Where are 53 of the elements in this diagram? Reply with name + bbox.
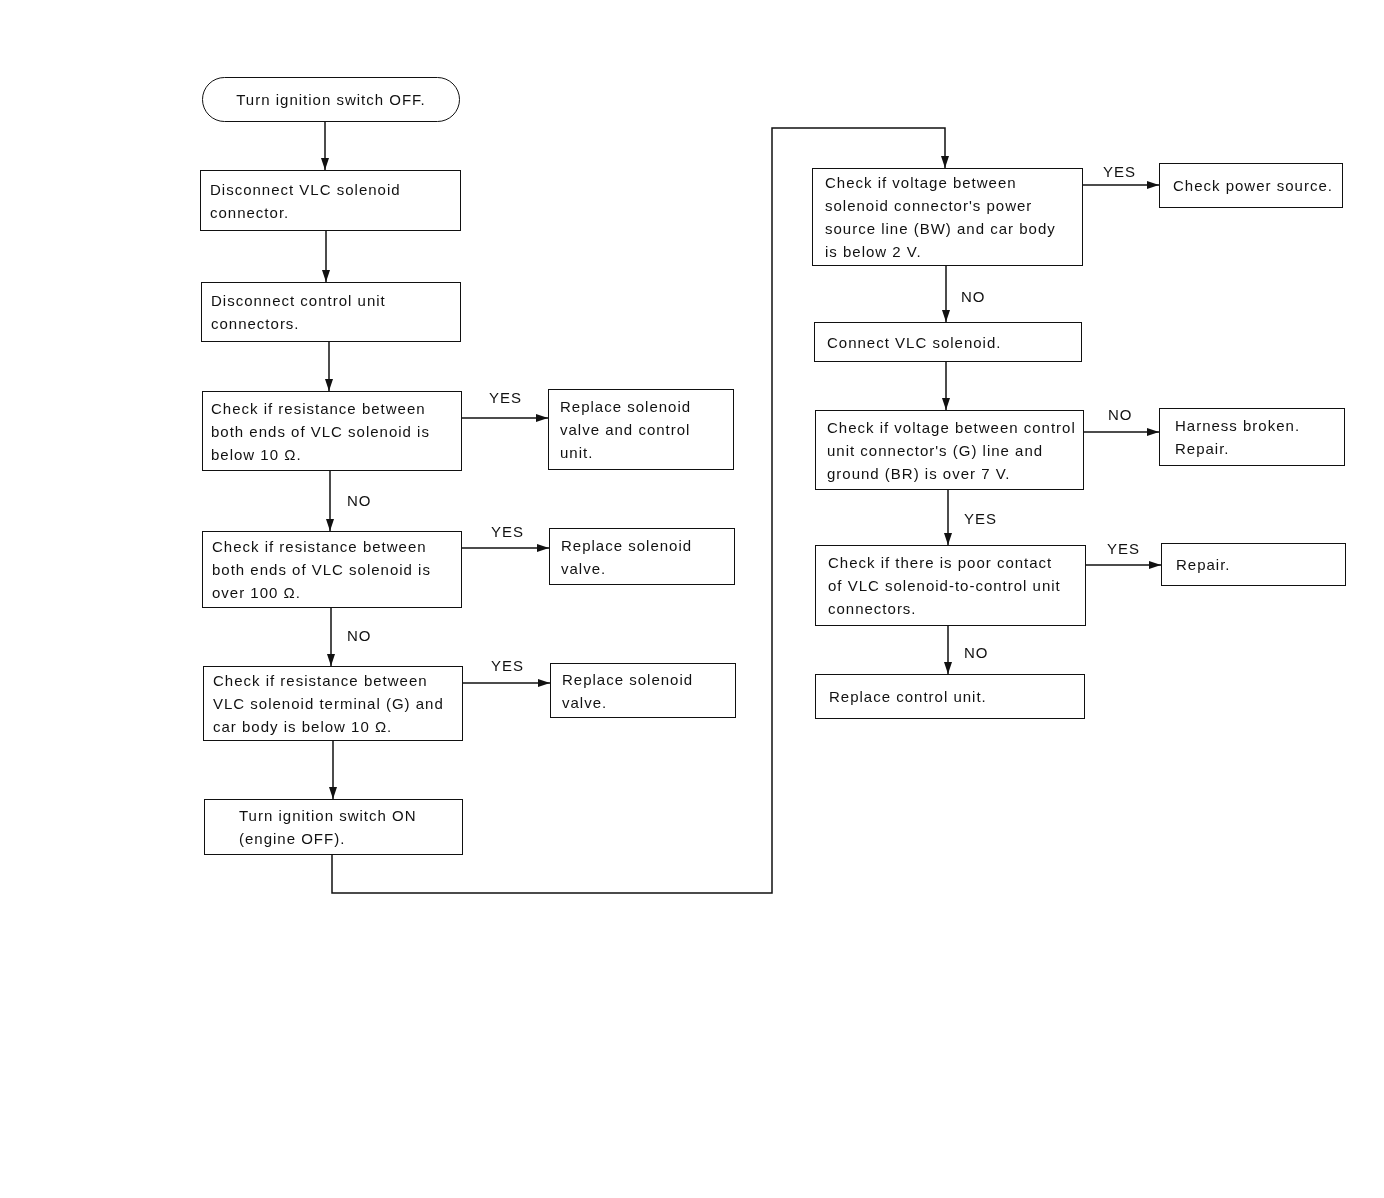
step-text: Connect VLC solenoid. (827, 332, 1003, 353)
arrow (461, 544, 550, 552)
step-text: Replace solenoid valve and control unit. (560, 397, 693, 463)
step-text: Check if voltage between control unit connector's (G) line and ground (BR) is over 7 V. (827, 417, 1077, 484)
process-box (200, 170, 461, 231)
process-box (1161, 543, 1346, 586)
arrow (321, 121, 329, 171)
step-text: Harness broken. Repair. (1175, 416, 1302, 459)
arrow (462, 679, 551, 687)
arrow (322, 230, 330, 283)
step-text: Replace solenoid valve. (562, 669, 695, 713)
arrow (1082, 181, 1160, 189)
step-text: Turn ignition switch OFF. (236, 90, 426, 110)
process-box (548, 389, 734, 470)
process-box (550, 663, 736, 718)
arrow (331, 127, 949, 894)
process-box (815, 410, 1084, 490)
arrow (942, 265, 950, 323)
arrow (944, 489, 952, 546)
step-text: Replace control unit. (829, 687, 988, 707)
arrow (1085, 561, 1162, 569)
arrow (944, 625, 952, 675)
terminal-box (202, 77, 460, 122)
step-text: Replace solenoid valve. (561, 535, 694, 579)
process-box (201, 282, 461, 342)
step-text: Disconnect VLC solenoid connector. (210, 179, 402, 223)
arrow (327, 607, 335, 667)
step-text: Check if there is poor contact of VLC solenoid-to-control unit connectors. (828, 553, 1062, 619)
process-box (202, 531, 462, 608)
process-box (812, 168, 1083, 266)
step-text: Check power source. (1173, 176, 1334, 196)
step-text: Check if voltage between solenoid connector's power source line (BW) and car body is below 2 V. (825, 173, 1057, 262)
process-box (815, 545, 1086, 626)
process-box (1159, 408, 1345, 466)
step-text: Check if resistance between VLC solenoid terminal (G) and car body is below 10 Ω. (213, 671, 445, 737)
process-box (1159, 163, 1343, 208)
process-box (202, 391, 462, 471)
arrow (1083, 428, 1160, 436)
arrow (329, 740, 337, 800)
process-box (204, 799, 463, 855)
arrow (461, 414, 549, 422)
step-text: Repair. (1176, 555, 1232, 575)
arrow (326, 470, 334, 532)
step-text: Turn ignition switch ON (engine OFF). (239, 806, 418, 849)
step-text: Disconnect control unit connectors. (211, 291, 387, 334)
process-box (814, 322, 1082, 362)
step-text: Check if resistance between both ends of VLC solenoid is over 100 Ω. (212, 537, 432, 603)
arrow (325, 341, 333, 392)
process-box (815, 674, 1085, 719)
process-box (549, 528, 735, 585)
process-box (203, 666, 463, 741)
arrow (942, 361, 950, 411)
step-text: Check if resistance between both ends of VLC solenoid is below 10 Ω. (211, 398, 431, 465)
